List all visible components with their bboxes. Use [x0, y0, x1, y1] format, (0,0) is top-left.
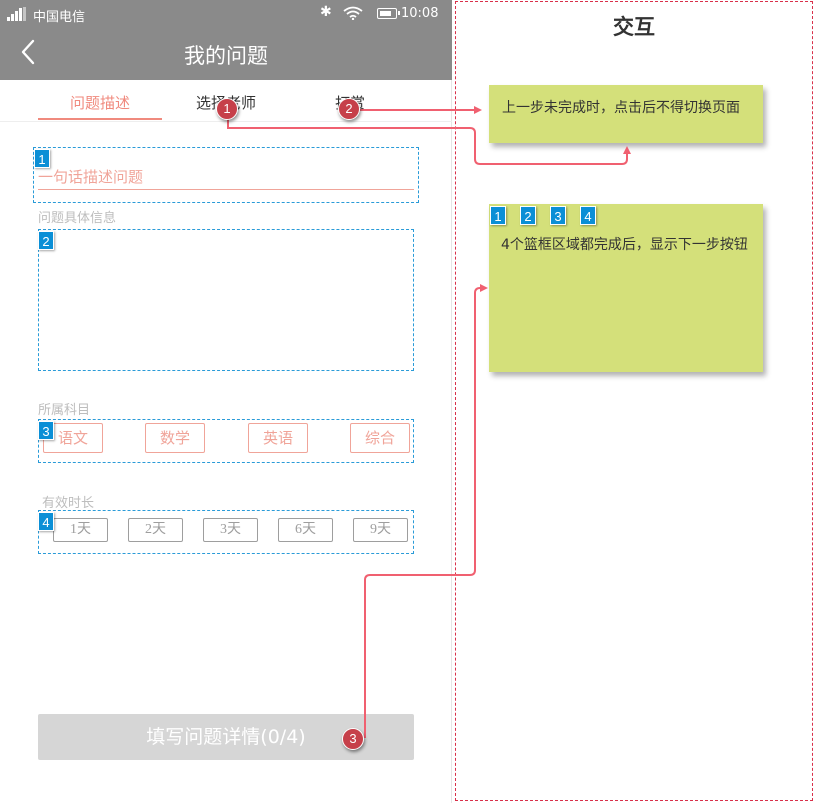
detail-label: 问题具体信息 — [38, 211, 117, 226]
carrier-name: 中国电信 — [33, 10, 86, 25]
sticky-note-tab-rule: 上一步未完成时，点击后不得切换页面 — [489, 85, 763, 143]
tab-question-description[interactable]: 问题描述 — [69, 94, 130, 112]
page-title: 我的问题 — [184, 44, 268, 68]
note-tab-rule-text: 上一步未完成时，点击后不得切换页面 — [502, 100, 740, 116]
question-detail-textarea[interactable] — [38, 229, 414, 371]
box-tag-1: 1 — [34, 149, 50, 168]
bluetooth-icon: ✱ — [320, 4, 332, 20]
note-next-step-text: 4个篮框区域都完成后，显示下一步按钮 — [501, 237, 748, 253]
question-summary-input[interactable]: 一句话描述问题 — [38, 164, 414, 190]
badge-2: 2 — [338, 98, 360, 120]
box-tag-3: 3 — [38, 421, 54, 440]
box-tag-2: 2 — [38, 231, 54, 250]
duration-chip-2-days[interactable]: 2天 — [128, 518, 183, 542]
wifi-icon — [343, 6, 363, 20]
note-tag-4: 4 — [580, 206, 596, 225]
battery-icon — [377, 8, 400, 19]
subject-chip-math[interactable]: 数学 — [145, 423, 205, 453]
note-tag-2: 2 — [520, 206, 536, 225]
annotation-panel-title: 交互 — [613, 15, 655, 39]
submit-button-label: 填写问题详情 — [146, 726, 261, 748]
note-tag-1: 1 — [490, 206, 506, 225]
signal-icon — [7, 7, 27, 21]
submit-progress-count: (0/4) — [260, 726, 306, 748]
subject-chip-general[interactable]: 综合 — [350, 423, 410, 453]
subject-chip-english[interactable]: 英语 — [248, 423, 308, 453]
active-tab-indicator — [38, 118, 162, 120]
box-tag-4: 4 — [38, 512, 54, 531]
badge-1: 1 — [216, 98, 238, 120]
status-bar: 中国电信 ✱ 10:08 — [0, 0, 452, 28]
duration-chip-3-days[interactable]: 3天 — [203, 518, 258, 542]
duration-chip-6-days[interactable]: 6天 — [278, 518, 333, 542]
note-tag-3: 3 — [550, 206, 566, 225]
phone-mockup: 中国电信 ✱ 10:08 我的问题 问题描述 选择老师 打赏 一句话描述问题 1… — [0, 0, 452, 803]
back-arrow-icon[interactable] — [14, 38, 42, 66]
sticky-note-next-step-rule: 4个篮框区域都完成后，显示下一步按钮 — [489, 204, 763, 372]
duration-chip-1-day[interactable]: 1天 — [53, 518, 108, 542]
nav-bar: 我的问题 — [0, 28, 452, 80]
subject-label: 所属科目 — [38, 403, 91, 418]
annotation-box-1 — [33, 147, 419, 203]
duration-chip-9-days[interactable]: 9天 — [353, 518, 408, 542]
status-time: 10:08 — [401, 6, 439, 21]
duration-label: 有效时长 — [42, 496, 95, 511]
badge-3: 3 — [342, 728, 364, 750]
submit-details-button[interactable]: 填写问题详情(0/4) — [38, 714, 414, 760]
